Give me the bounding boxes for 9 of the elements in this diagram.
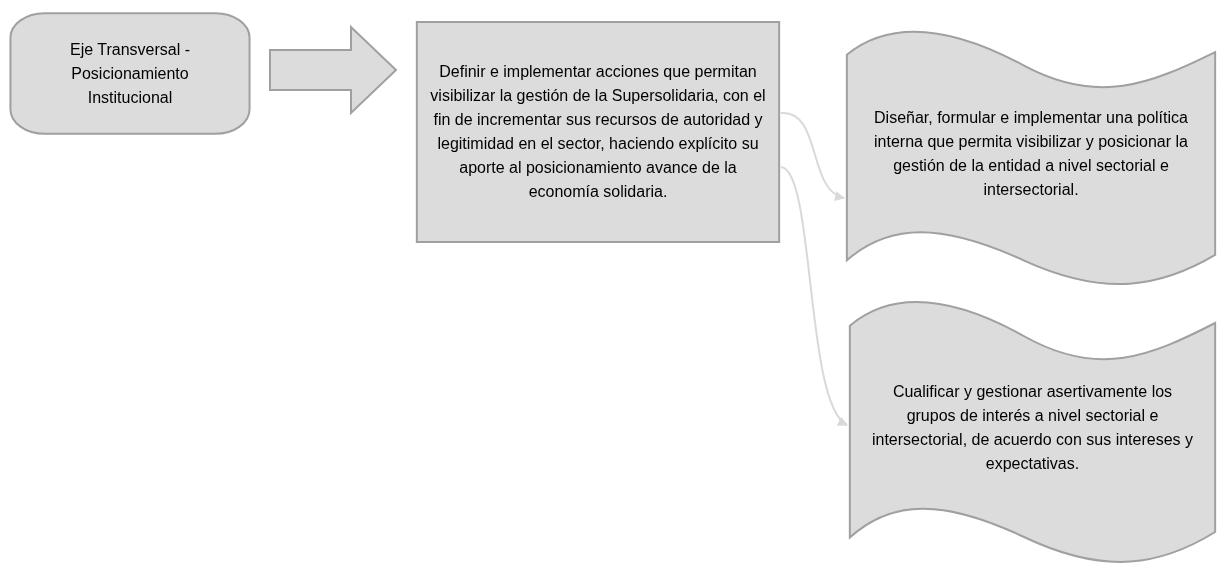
arrow <box>780 166 848 426</box>
process-box <box>415 21 781 243</box>
node-text: Diseñar, formular e implementar una política interna que permita visibilizar y posicionar la gestión de la entidad a nivel sectorial e intersectorial. <box>873 107 1189 200</box>
node-text: Definir e implementar acciones que permitan visibilizar la gestión de la Supersolidaria, con el fin de incrementar sus recursos de autoridad y legitimidad en el sector, haciendo explícito su aporte al posicionamiento avance de la economía solidaria. <box>429 62 767 202</box>
node-text: Eje Transversal - Posicionamiento Institucional <box>68 39 191 108</box>
arrow <box>780 112 845 200</box>
block-arrow <box>269 24 398 116</box>
node-text: Cualificar y gestionar asertivamente los grupos de interés a nivel sectorial e intersectorial, de acuerdo con sus intereses y expectativas. <box>870 381 1195 474</box>
process-box <box>8 12 252 135</box>
